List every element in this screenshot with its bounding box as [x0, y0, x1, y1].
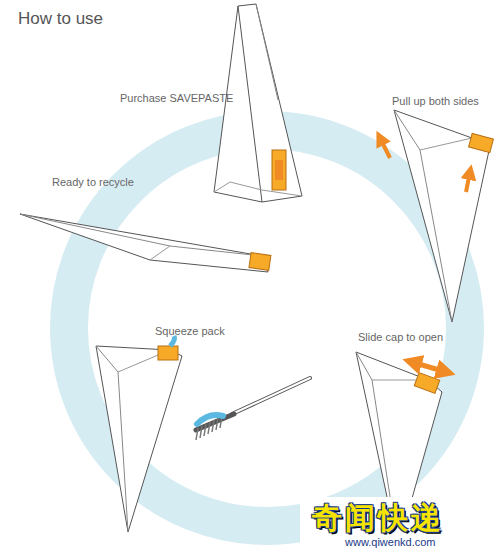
toothbrush [196, 378, 310, 440]
watermark-ground [300, 497, 500, 553]
step-label: Squeeze pack [155, 325, 225, 338]
pack-opened [380, 110, 493, 322]
watermark-url: www.qiwenkd.com [345, 536, 435, 549]
step-label: Ready to recycle [52, 176, 134, 189]
watermark: 奇闻快递 [312, 500, 444, 536]
pack-squeeze [96, 336, 182, 532]
step-label: Purchase SAVEPASTE [120, 92, 233, 105]
step-label: Pull up both sides [392, 95, 479, 108]
pack-flat [20, 214, 271, 272]
title: How to use [18, 9, 103, 29]
step-label: Slide cap to open [358, 331, 443, 344]
